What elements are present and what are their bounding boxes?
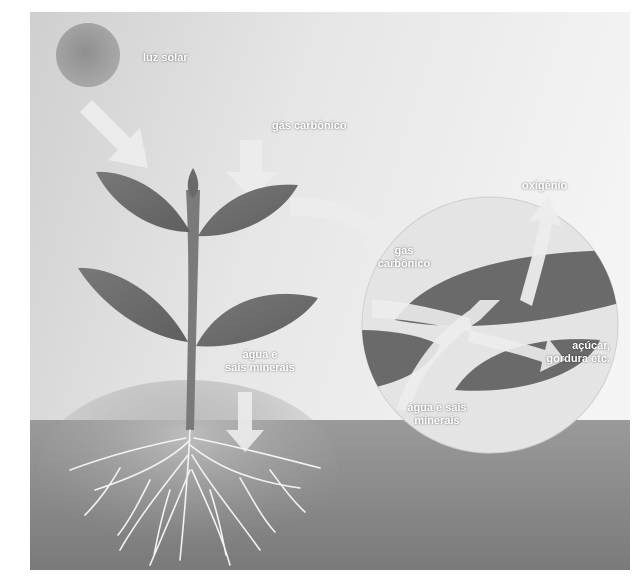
label-products-line2: gordura etc.: [536, 353, 610, 366]
label-water-plant-line2: sais minerais: [212, 362, 308, 375]
label-co2-leaf-line1: gás: [374, 245, 434, 258]
label-water-leaf-line2: minerais: [395, 415, 479, 428]
label-sunlight: luz solar: [143, 52, 188, 65]
label-co2-leaf: gás carbônico: [374, 245, 434, 271]
label-products: açúcar, gordura etc.: [536, 340, 610, 366]
label-water-plant: água e sais minerais: [212, 349, 308, 375]
label-co2-leaf-line2: carbônico: [374, 258, 434, 271]
label-oxygen: oxigênio: [522, 180, 567, 193]
label-water-leaf-line1: água e sais: [395, 402, 479, 415]
label-products-line1: açúcar,: [536, 340, 610, 353]
label-water-plant-line1: água e: [212, 349, 308, 362]
sun: [56, 23, 120, 87]
label-water-leaf: água e sais minerais: [395, 402, 479, 428]
label-co2-plant: gás carbônico: [272, 120, 347, 133]
